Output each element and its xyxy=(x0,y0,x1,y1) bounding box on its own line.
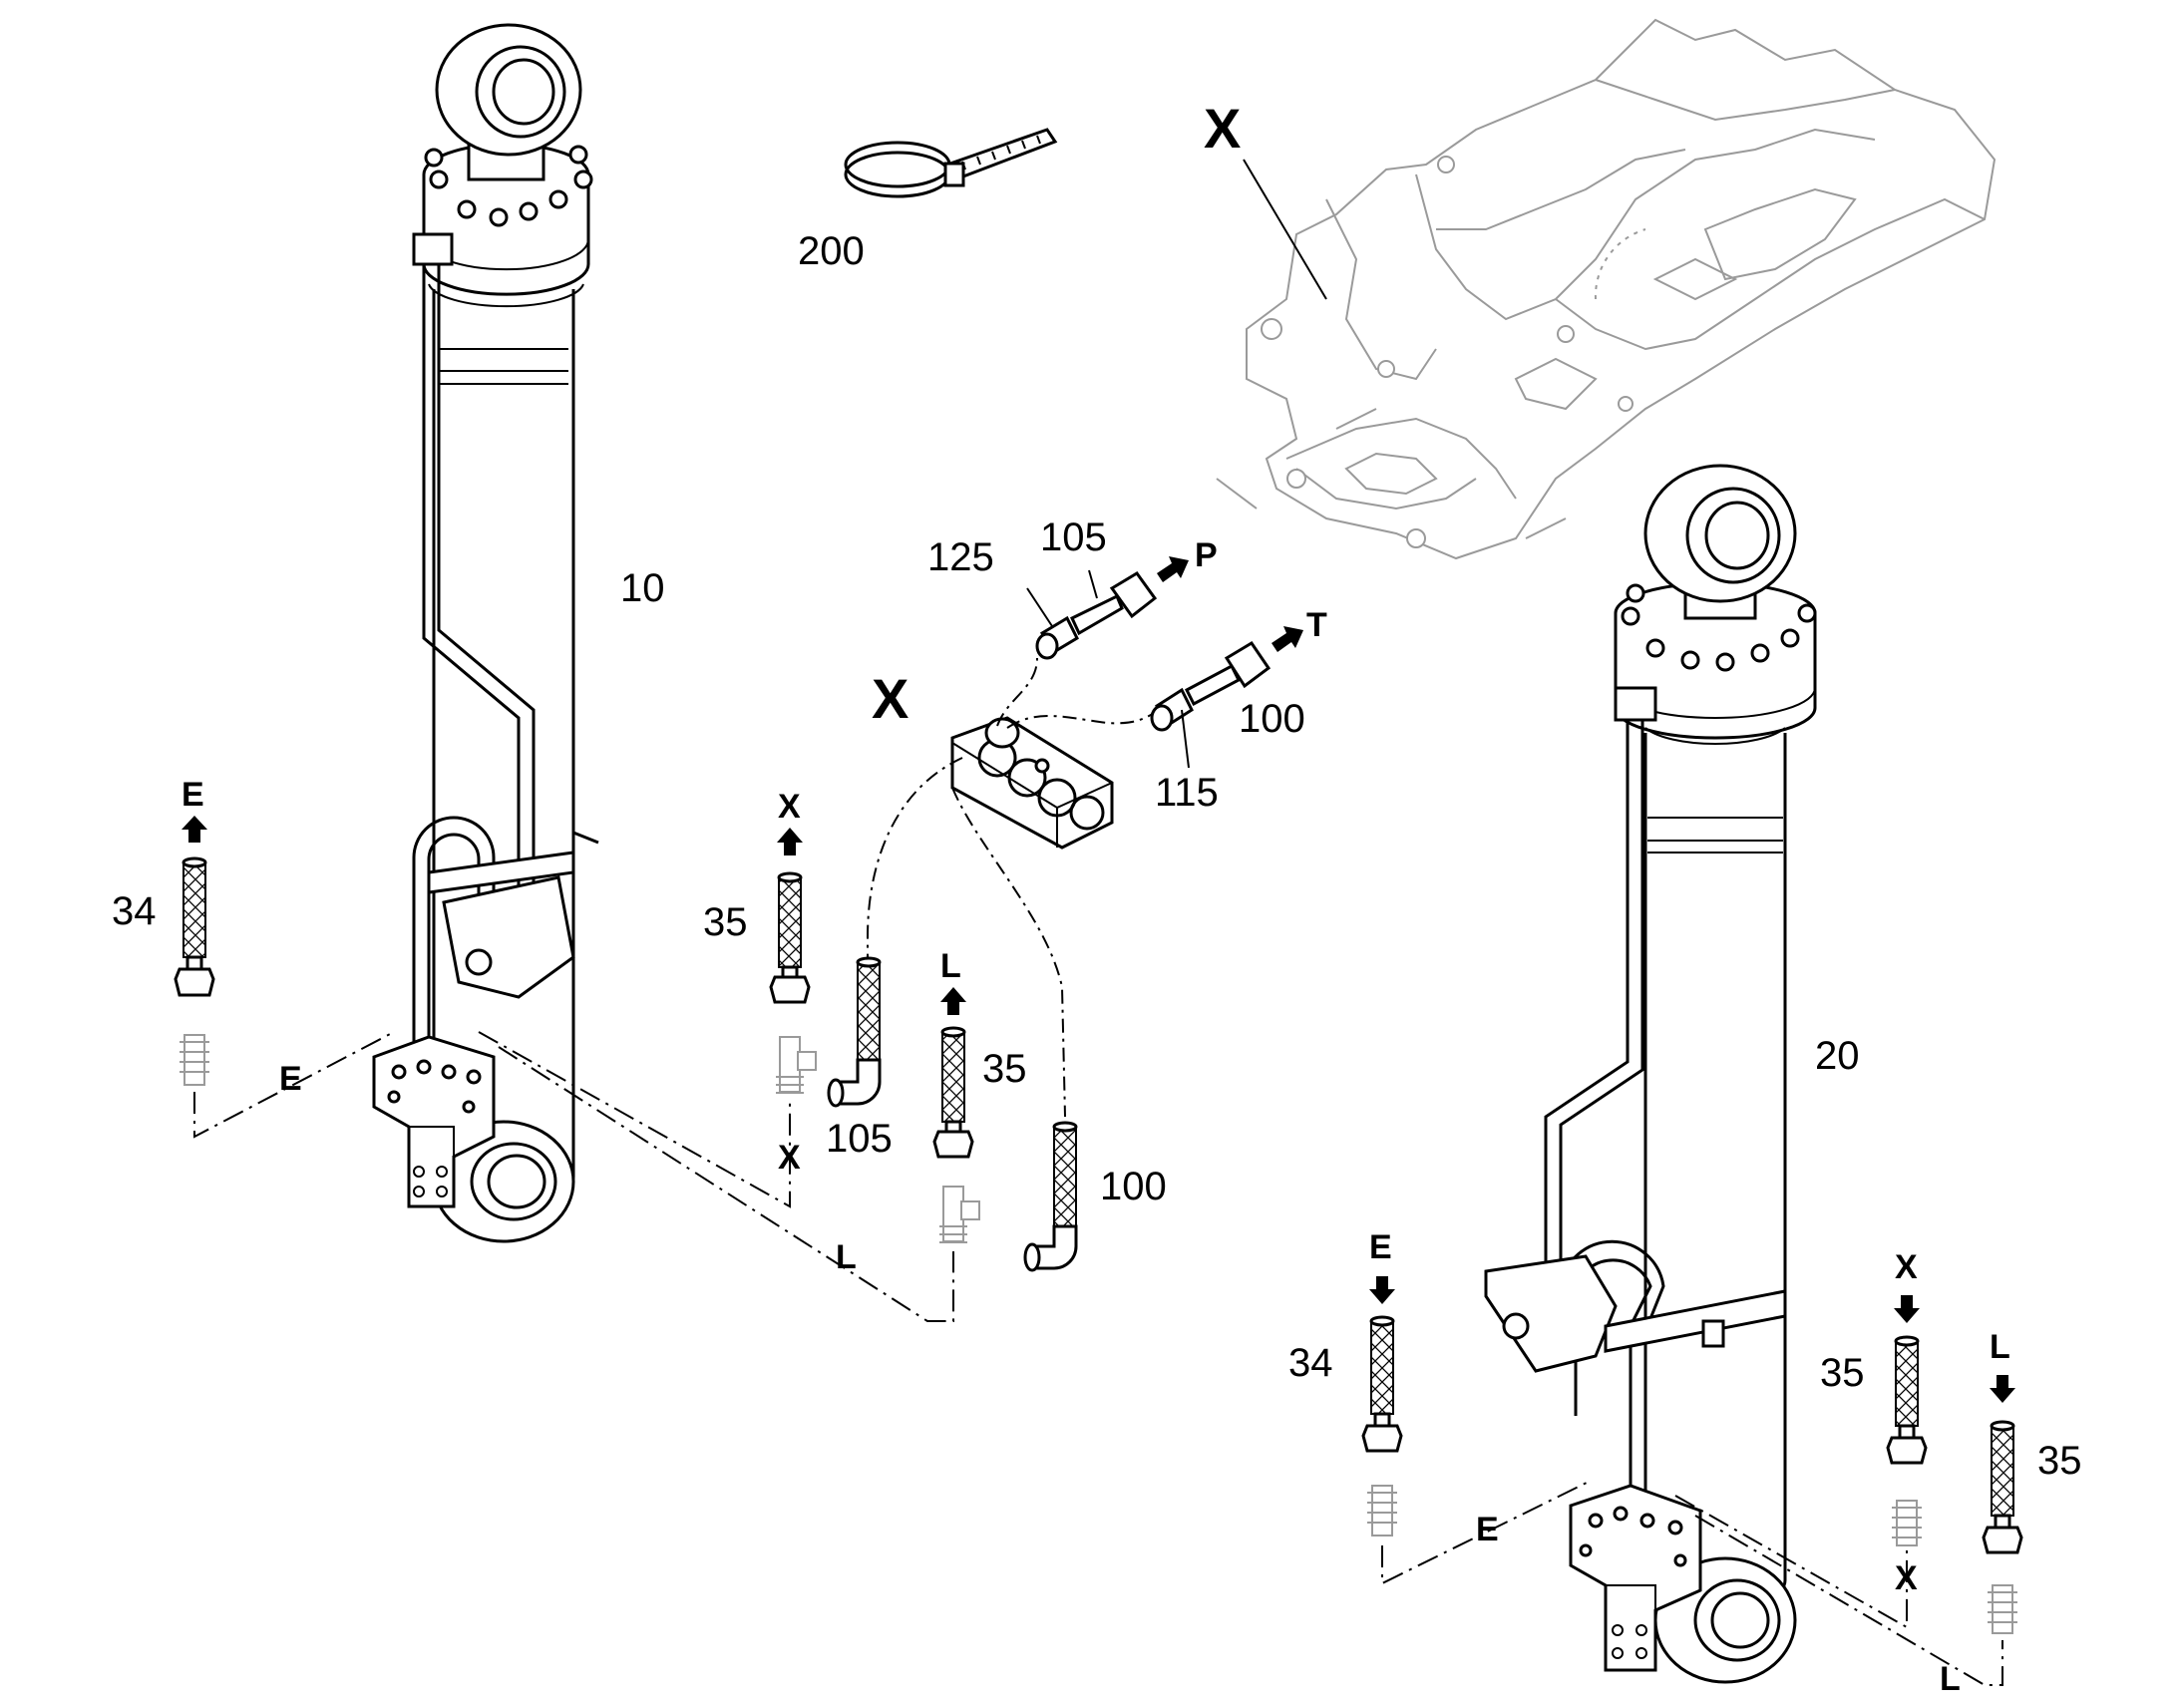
label-e-left: E xyxy=(279,1060,302,1098)
label-x-right: X xyxy=(1895,1559,1918,1597)
leader-115 xyxy=(1181,709,1190,769)
fitting-35-left-l xyxy=(932,1026,980,1243)
arrow-label-l-right: L xyxy=(1990,1328,2010,1366)
arrow-label-e-right: E xyxy=(1369,1228,1392,1266)
label-20: 20 xyxy=(1815,1034,1860,1078)
frame-x-marker: X xyxy=(1204,97,1241,160)
fitting-34-left xyxy=(174,856,215,1086)
leader-105-top xyxy=(1088,569,1098,599)
label-e-right: E xyxy=(1476,1511,1499,1548)
route-e-left xyxy=(193,1031,395,1139)
hose-route-105 xyxy=(867,757,963,957)
label-35-right-x: 35 xyxy=(1820,1351,1865,1395)
label-125: 125 xyxy=(927,535,994,579)
left-cylinder xyxy=(372,23,599,1243)
label-p: P xyxy=(1195,536,1218,574)
route-x-right xyxy=(1674,1495,1908,1629)
route-l-right xyxy=(1694,1515,2003,1686)
label-34-left: 34 xyxy=(112,889,157,933)
label-35-left-l: 35 xyxy=(982,1047,1027,1091)
label-35-right-l: 35 xyxy=(2037,1439,2082,1483)
label-200: 200 xyxy=(798,229,865,273)
route-l-left xyxy=(498,1046,954,1322)
hose-route-t xyxy=(1006,705,1166,729)
arrow-up-e-left xyxy=(182,816,207,843)
arrow-up-l-left xyxy=(940,987,966,1015)
label-35-left-x: 35 xyxy=(703,900,748,944)
arrow-label-l-left: L xyxy=(940,947,961,985)
label-105-top: 105 xyxy=(1040,515,1107,559)
hose-fitting-115 xyxy=(1150,640,1272,732)
hose-route-p xyxy=(996,657,1038,727)
right-cylinder xyxy=(1484,464,1817,1684)
fitting-34-right xyxy=(1361,1315,1403,1537)
frame-x-leader xyxy=(1243,159,1327,300)
leader-125 xyxy=(1026,587,1053,627)
hose-100-bottom xyxy=(1023,1121,1078,1272)
hose-clamp-bar xyxy=(950,716,1114,850)
route-e-right xyxy=(1381,1480,1592,1585)
arrow-label-x-right: X xyxy=(1895,1248,1918,1286)
label-l-right: L xyxy=(1940,1660,1961,1698)
arrow-label-e-left: E xyxy=(182,776,204,814)
fitting-35-right-x xyxy=(1886,1335,1928,1546)
label-l-left: L xyxy=(836,1238,857,1276)
label-34-right: 34 xyxy=(1288,1341,1333,1385)
machine-frame-overview xyxy=(1216,18,1997,560)
hose-fitting-125 xyxy=(1035,571,1158,660)
route-x-left xyxy=(478,1031,791,1208)
label-t: T xyxy=(1306,606,1327,644)
arrow-t xyxy=(1272,626,1303,652)
label-x-left: X xyxy=(778,1139,801,1177)
label-115: 115 xyxy=(1155,771,1219,815)
label-100-top: 100 xyxy=(1239,697,1305,741)
arrow-down-l-right xyxy=(1990,1375,2015,1403)
arrow-up-x-left xyxy=(777,828,803,855)
cable-tie-clamp xyxy=(844,128,1058,198)
arrow-down-e-right xyxy=(1369,1276,1395,1304)
arrow-label-x-left: X xyxy=(778,788,801,826)
hose-105-bottom xyxy=(827,956,882,1108)
arrow-p xyxy=(1157,556,1189,582)
label-100-bottom: 100 xyxy=(1100,1165,1167,1208)
fitting-35-right-l xyxy=(1982,1420,2023,1634)
arrow-down-x-right xyxy=(1894,1295,1920,1323)
detail-x-marker: X xyxy=(872,667,908,730)
fitting-35-left-x xyxy=(769,871,817,1094)
hose-route-100 xyxy=(951,787,1066,1118)
label-10: 10 xyxy=(620,566,665,610)
label-105-bottom: 105 xyxy=(826,1117,893,1161)
